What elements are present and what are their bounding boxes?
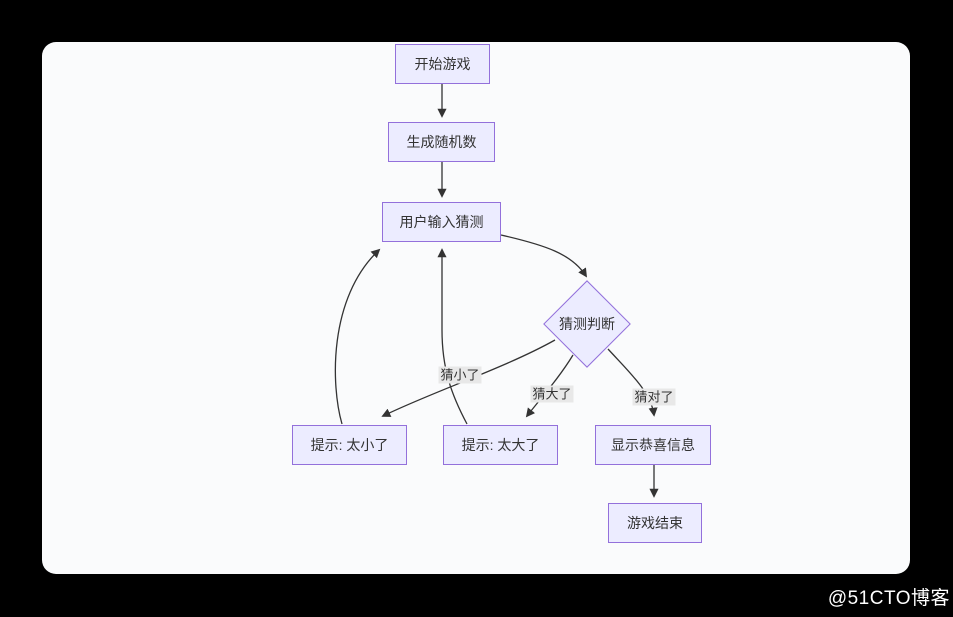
edge-label-guessed-small: 猜小了 [438, 366, 482, 384]
node-start-label: 开始游戏 [414, 56, 471, 72]
edge-label-guessed-right: 猜对了 [632, 388, 676, 406]
node-user-input-guess-label: 用户输入猜测 [399, 214, 484, 230]
edge-label-guessed-big: 猜大了 [530, 385, 574, 403]
node-generate-random-label: 生成随机数 [406, 134, 477, 150]
node-show-congrats: 显示恭喜信息 [595, 425, 711, 465]
node-game-over-label: 游戏结束 [627, 515, 683, 531]
node-start: 开始游戏 [395, 44, 490, 84]
node-show-congrats-label: 显示恭喜信息 [611, 437, 695, 453]
node-game-over: 游戏结束 [608, 503, 702, 543]
watermark: @51CTO博客 [827, 588, 950, 609]
node-user-input-guess: 用户输入猜测 [382, 202, 501, 242]
node-judge-diamond-label: 猜测判断 [559, 316, 615, 332]
node-hint-too-small: 提示: 太小了 [292, 425, 407, 465]
node-hint-too-big-label: 提示: 太大了 [461, 437, 540, 453]
node-hint-too-small-label: 提示: 太小了 [310, 437, 389, 453]
node-generate-random: 生成随机数 [388, 122, 495, 162]
node-hint-too-big: 提示: 太大了 [443, 425, 558, 465]
